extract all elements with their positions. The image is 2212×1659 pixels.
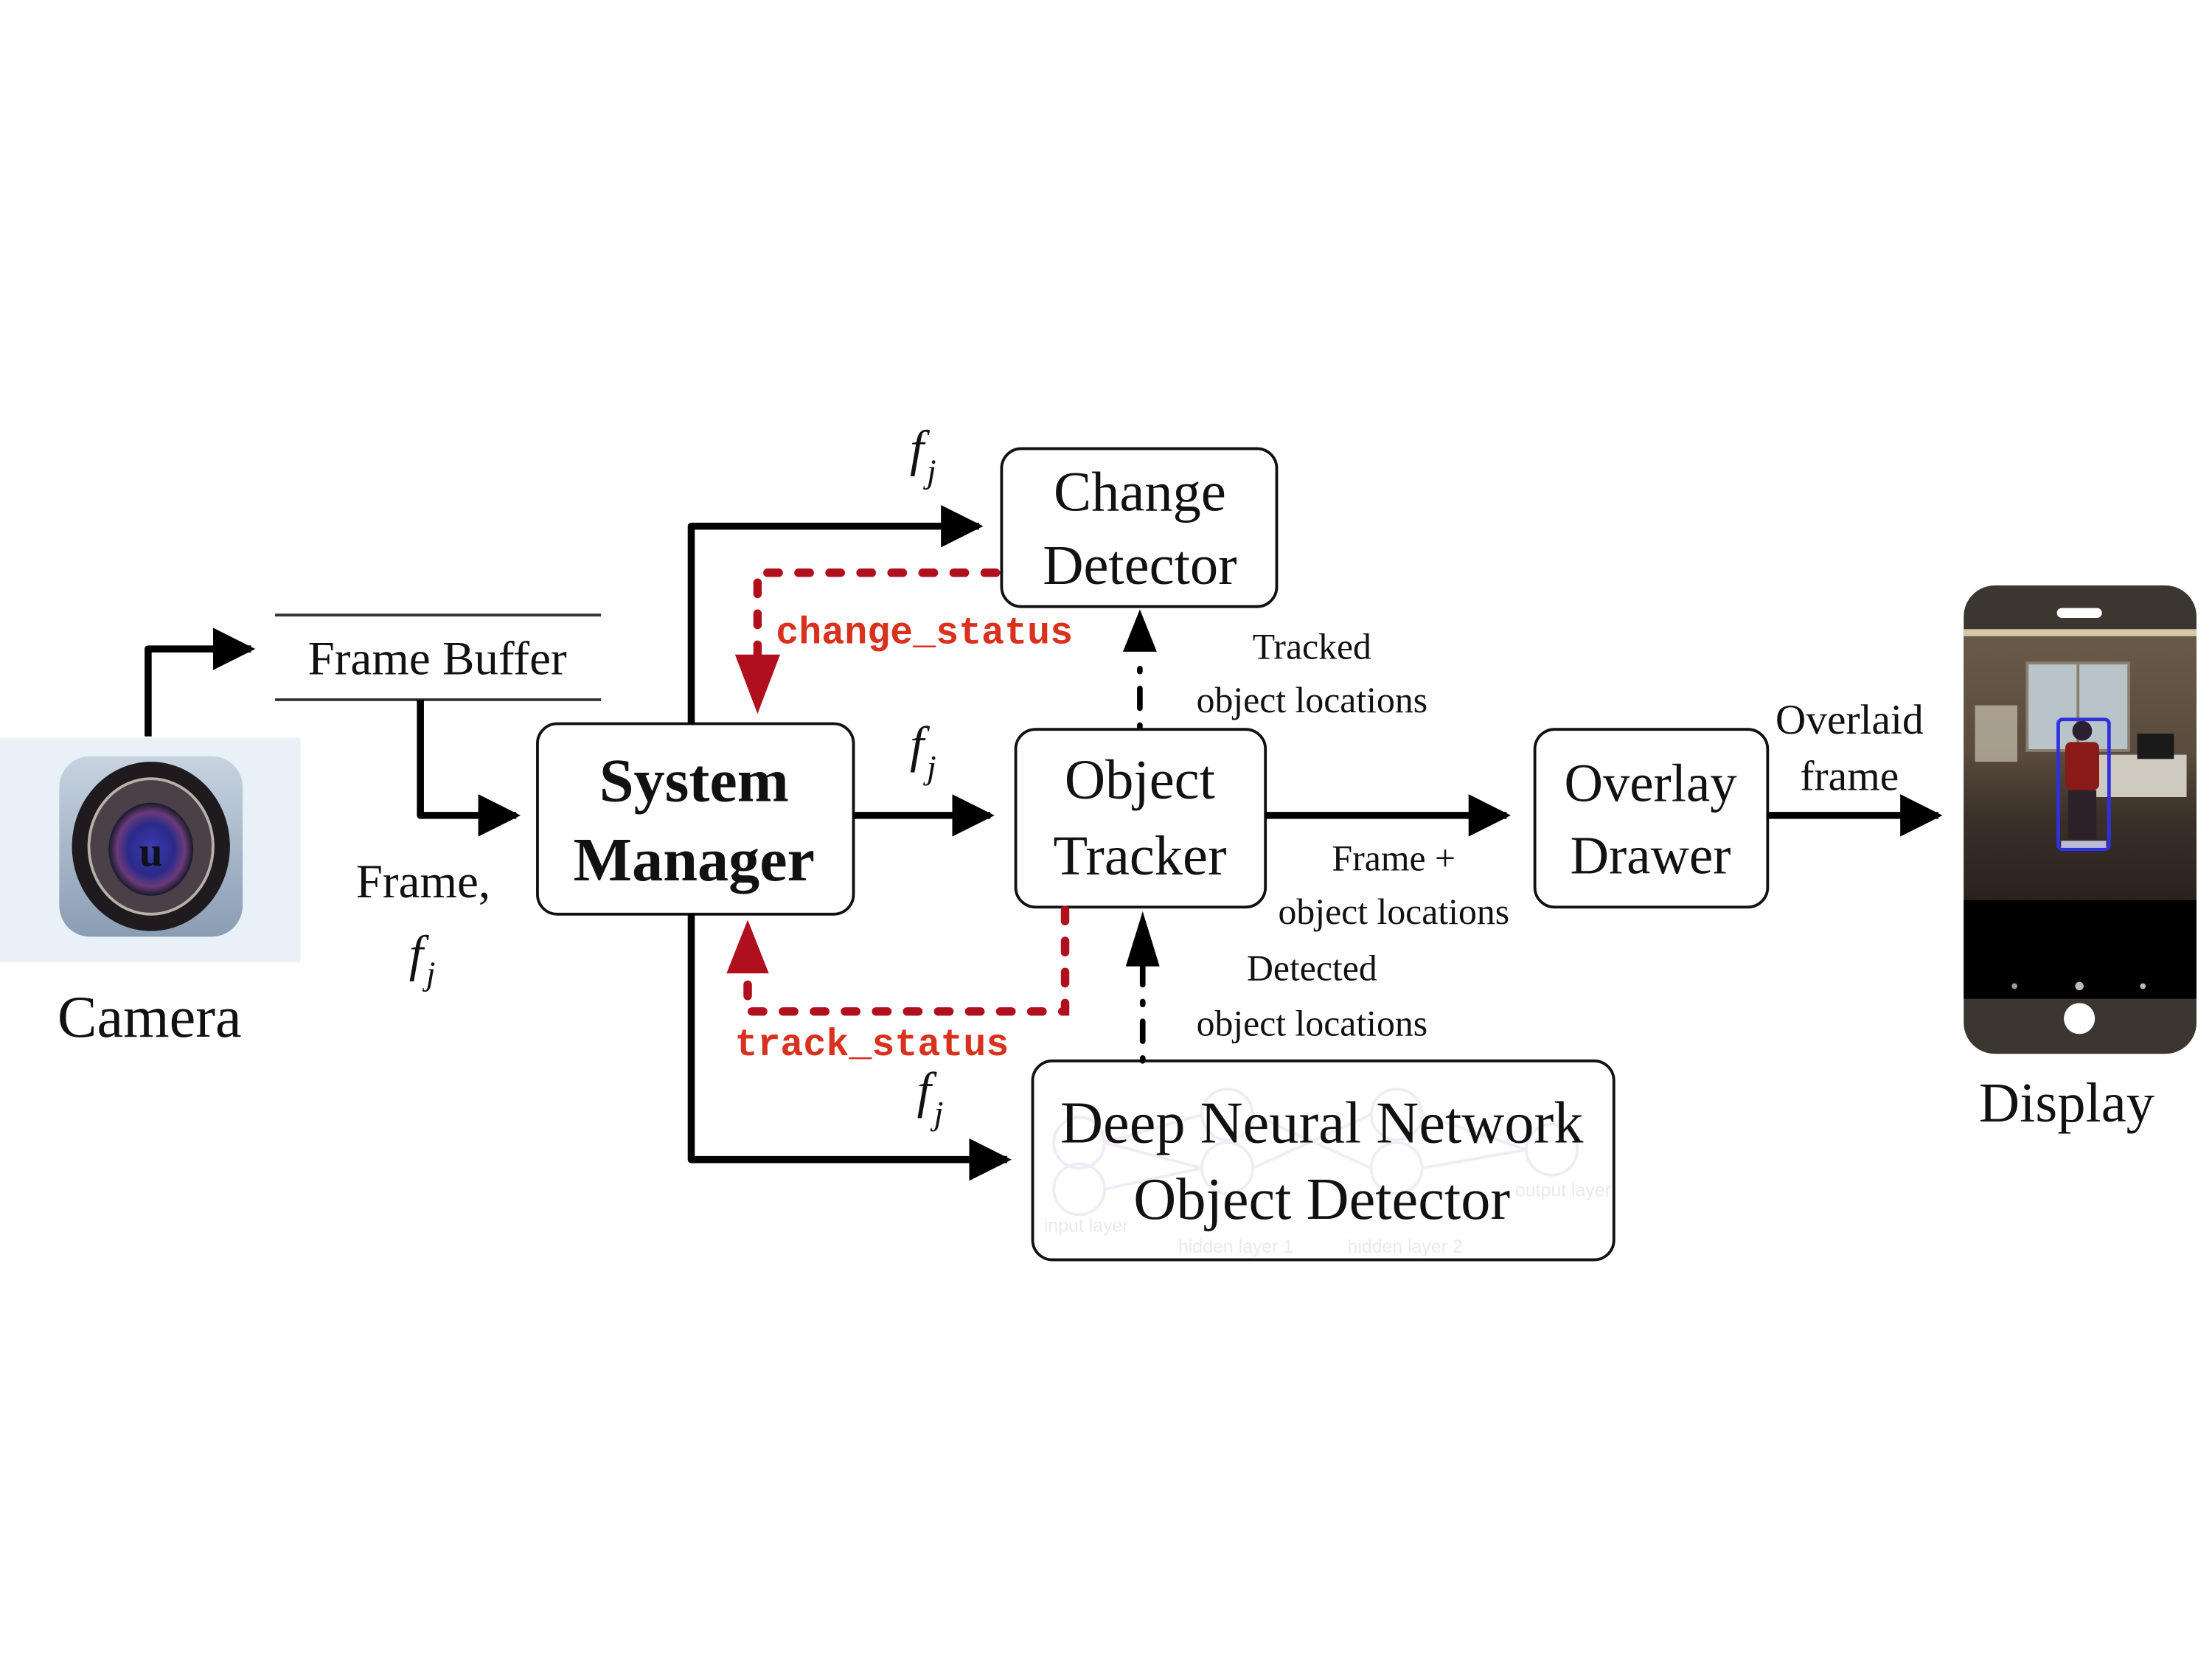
- fj-label-buffer: f j: [409, 925, 436, 992]
- system-manager-label-1: System: [599, 747, 789, 815]
- detected-arrowhead: [1125, 911, 1160, 967]
- fj-subscript: j: [923, 452, 936, 490]
- object-tracker-label-2: Tracker: [1053, 824, 1226, 887]
- object-tracker-node: Object Tracker: [1014, 728, 1267, 909]
- camera-lens-icon: u: [59, 756, 243, 937]
- watermark-hidden-layer-2: hidden layer 2: [1348, 1237, 1463, 1257]
- frame-buffer-node: Frame Buffer: [275, 613, 602, 701]
- detection-box: [2056, 717, 2111, 852]
- change-detector-label-1: Change: [1054, 461, 1226, 524]
- camera-label: Camera: [58, 984, 242, 1050]
- watermark-hidden-layer-1: hidden layer 1: [1178, 1237, 1293, 1257]
- change-status-arrowhead: [734, 654, 781, 714]
- watermark-output-layer: output layer: [1515, 1180, 1611, 1200]
- frame-buffer-label: Frame Buffer: [308, 633, 567, 686]
- display-node: Display: [1964, 585, 2197, 1134]
- system-manager-label-2: Manager: [574, 826, 815, 894]
- tracked-label-1: Tracked: [1253, 626, 1371, 667]
- neural-network-watermark: input layer hidden layer 1 hidden layer …: [1044, 1088, 1611, 1257]
- camera-node: u Camera: [0, 737, 301, 1050]
- change-detector-node: Change Detector: [1000, 447, 1279, 608]
- lens-glyph: u: [139, 830, 163, 876]
- arrow-manager-to-dnn: [687, 914, 1012, 1181]
- overlaid-label-1: Overlaid: [1775, 697, 1924, 743]
- change-status-label: change_status: [776, 611, 1073, 655]
- object-tracker-label-1: Object: [1065, 748, 1215, 811]
- dnn-detector-label-2: Object Detector: [1133, 1166, 1510, 1232]
- watermark-input-layer: input layer: [1044, 1215, 1129, 1236]
- fj-subscript: j: [931, 1094, 944, 1132]
- frame-plus-label-1: Frame +: [1332, 838, 1456, 878]
- track-status-label: track_status: [734, 1023, 1009, 1067]
- arrow-buffer-to-manager: [417, 699, 521, 837]
- change-detector-box: [1000, 447, 1279, 608]
- arrow-manager-to-change-detector: [687, 504, 984, 724]
- fj-label-tracker: f j: [910, 717, 936, 786]
- fj-label-change: f j: [910, 420, 936, 490]
- detected-label-2: object locations: [1197, 1003, 1428, 1043]
- detected-label-1: Detected: [1247, 948, 1377, 989]
- fj-subscript: j: [923, 748, 936, 786]
- arrow-camera-to-buffer: [145, 627, 256, 737]
- overlay-drawer-label-1: Overlay: [1564, 754, 1737, 813]
- track-status-line: [743, 905, 1070, 1016]
- overlay-drawer-node: Overlay Drawer: [1533, 728, 1770, 909]
- track-status-arrowhead: [726, 919, 769, 974]
- frame-label: Frame,: [356, 855, 490, 908]
- fj-subscript: j: [422, 954, 436, 992]
- system-manager-node: System Manager: [536, 722, 855, 916]
- frame-plus-label-2: object locations: [1279, 891, 1510, 932]
- fj-label-dnn: f j: [917, 1062, 944, 1132]
- dnn-detector-box: [1031, 1059, 1615, 1262]
- overlay-drawer-label-2: Drawer: [1571, 825, 1731, 885]
- overlaid-label-2: frame: [1800, 753, 1899, 799]
- display-label: Display: [1979, 1071, 2154, 1134]
- tracked-label-2: object locations: [1197, 680, 1428, 720]
- tracked-arrowhead: [1122, 609, 1157, 652]
- change-detector-label-2: Detector: [1043, 534, 1237, 597]
- dnn-detector-label-1: Deep Neural Network: [1060, 1091, 1584, 1156]
- dnn-detector-node: input layer hidden layer 1 hidden layer …: [1031, 1059, 1615, 1262]
- smartphone-icon: [1964, 585, 2197, 1054]
